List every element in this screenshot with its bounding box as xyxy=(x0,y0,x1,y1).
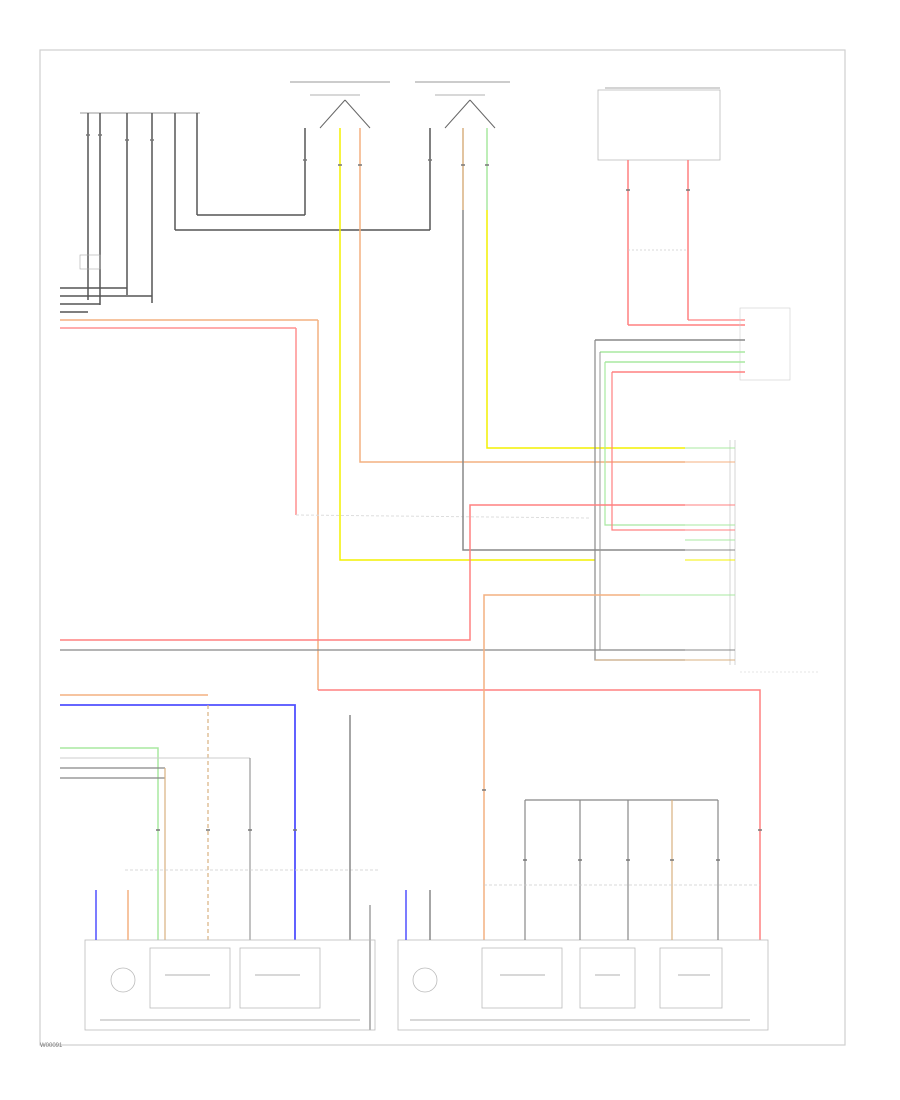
passenger-switch-right xyxy=(415,81,510,210)
wire-green-lower xyxy=(60,747,159,940)
top-right-connector xyxy=(597,87,791,381)
wire-red-mid xyxy=(60,504,685,641)
driver-seat-module xyxy=(84,890,376,1031)
connector-ticks xyxy=(86,134,762,861)
right-module-box xyxy=(595,440,820,673)
passenger-switch-left xyxy=(290,81,390,210)
diagram-border xyxy=(39,49,846,1046)
wire-orange-vertical xyxy=(483,594,640,940)
top-left-switch-group xyxy=(60,112,431,313)
wire-yellow xyxy=(339,210,595,561)
diagram-footer-code: W00091 xyxy=(40,1043,63,1049)
wire-blue xyxy=(60,704,296,940)
wire-yellow-2 xyxy=(486,210,685,449)
wire-tan xyxy=(462,210,685,551)
passenger-seat-module xyxy=(397,799,769,1031)
wire-orange-switch xyxy=(359,210,685,463)
wire-red-long xyxy=(318,689,761,940)
